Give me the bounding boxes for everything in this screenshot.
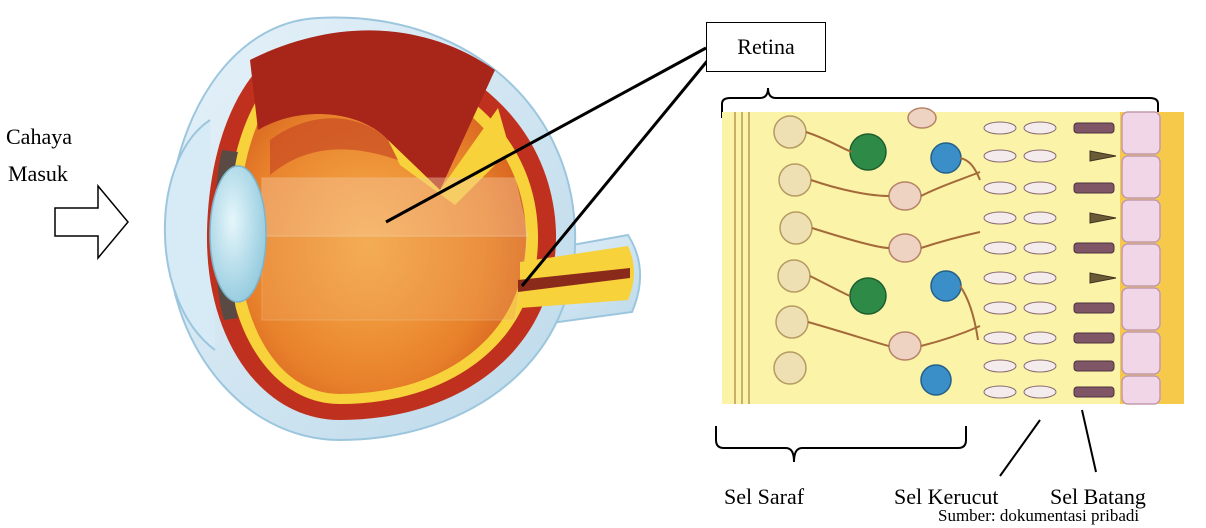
- source-caption: Sumber: dokumentasi pribadi: [938, 506, 1139, 526]
- eyeball-cross-section: [165, 18, 708, 440]
- light-arrow-icon: [55, 186, 128, 258]
- light-in-label-line1: Cahaya: [6, 124, 72, 150]
- retina-magnified-panel: [716, 88, 1184, 476]
- light-in-label-line2: Masuk: [8, 161, 68, 187]
- pigment-epithelium: [1122, 112, 1160, 404]
- retina-label-box: Retina: [706, 22, 826, 72]
- nerve-cells-label: Sel Saraf: [724, 484, 804, 510]
- nerve-cells-brace: [716, 426, 966, 462]
- retina-label: Retina: [737, 34, 794, 60]
